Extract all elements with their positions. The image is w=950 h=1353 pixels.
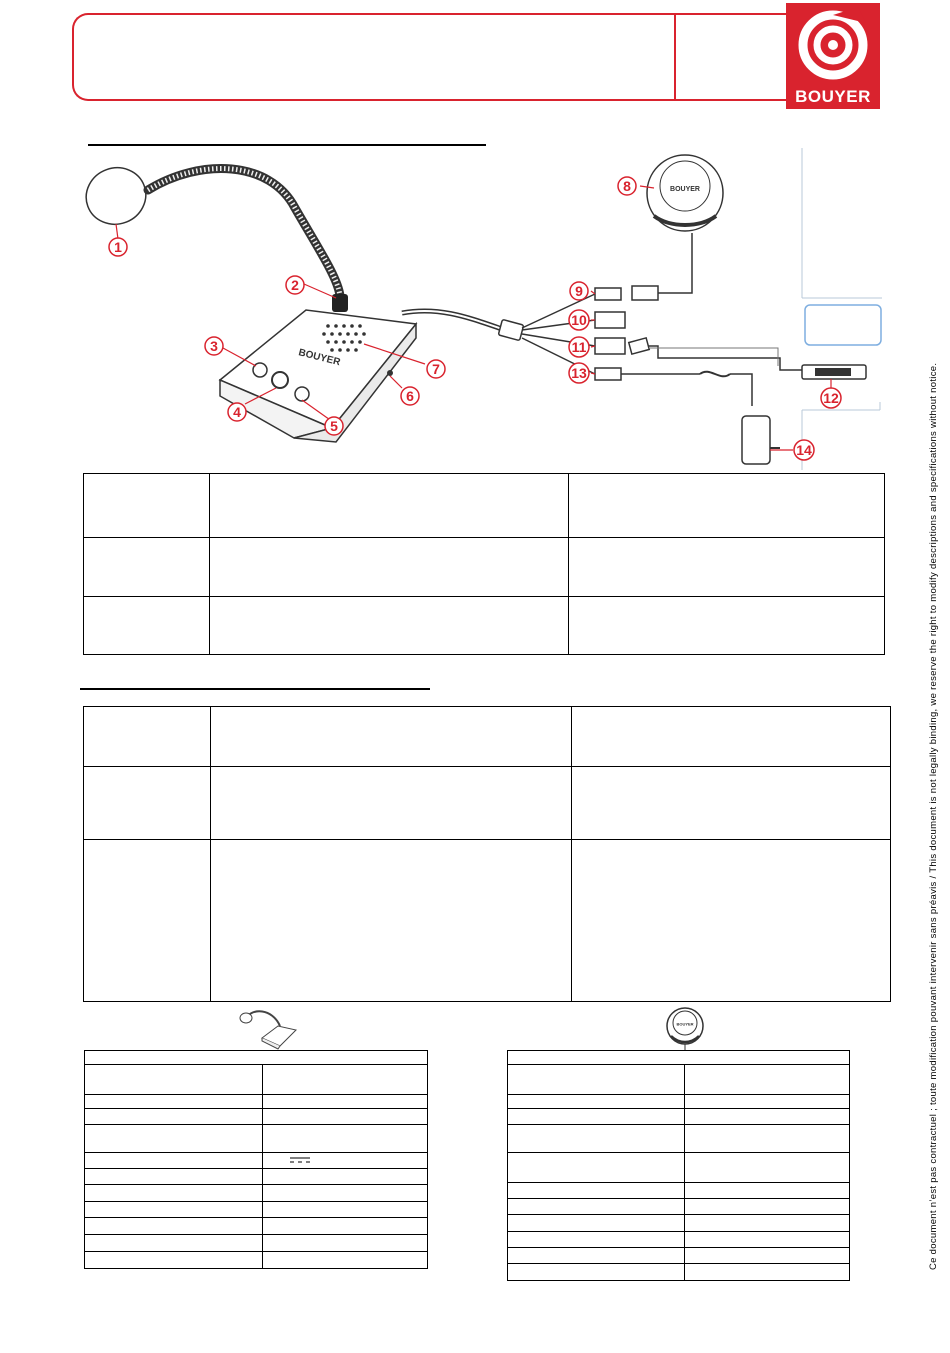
wall-box-outline: [804, 304, 882, 346]
callout-1: [108, 237, 128, 257]
table-row: [507, 1231, 850, 1248]
table-row: [507, 1108, 850, 1125]
table-row: [507, 1050, 850, 1065]
callout-4: [227, 402, 247, 422]
svg-text:7: 7: [432, 361, 440, 377]
cable-splitter: [498, 319, 524, 341]
svg-text:6: 6: [406, 388, 414, 404]
table-row: [507, 1152, 850, 1183]
svg-text:10: 10: [571, 312, 587, 328]
table-row: [84, 1201, 428, 1218]
brand-logo-text: BOUYER: [795, 87, 871, 106]
button-right: [294, 386, 310, 402]
spiral-logo-icon: [798, 7, 868, 80]
svg-text:12: 12: [823, 390, 839, 406]
button-left: [252, 362, 268, 378]
table-row: [83, 839, 891, 1002]
table-row: [507, 1263, 850, 1281]
callout-13: [568, 362, 590, 384]
connector-11b: [627, 336, 651, 356]
desk-microphone-icon: [239, 1010, 297, 1050]
speaker-grille: [322, 324, 366, 352]
legal-disclaimer: Ce document n’est pas contractuel ; tout…: [928, 362, 939, 1270]
side-jack: [387, 370, 393, 376]
svg-text:8: 8: [623, 178, 631, 194]
spec-table-left: [84, 1050, 428, 1269]
svg-text:4: 4: [233, 404, 241, 420]
table-row: [83, 706, 891, 767]
table-row: [507, 1064, 850, 1095]
speaker-brand-label: BOUYER: [670, 186, 700, 193]
product-diagram: BOUYER BOUYER: [85, 148, 882, 470]
callout-11: [568, 336, 590, 358]
header-divider: [674, 13, 676, 101]
table-row: [84, 1152, 428, 1169]
brand-logo: BOUYER: [786, 3, 880, 109]
svg-text:5: 5: [330, 418, 338, 434]
external-speaker-icon: BOUYER: [666, 1007, 704, 1051]
table-row: [84, 1050, 428, 1065]
section-rule-2: [80, 688, 430, 690]
callout-9: [569, 281, 589, 301]
svg-text:3: 3: [210, 338, 218, 354]
gooseneck: [143, 164, 345, 301]
spec-table-right: [507, 1050, 850, 1281]
callout-14: [793, 439, 815, 461]
button-center: [271, 371, 289, 389]
table-row: [84, 1251, 428, 1269]
callout-7: [426, 359, 446, 379]
table-row: [84, 1064, 428, 1095]
callout-3: [204, 336, 224, 356]
svg-text:1: 1: [114, 239, 122, 255]
table-row: [83, 766, 891, 840]
power-adapter: [741, 415, 771, 465]
connector-11: [594, 337, 626, 355]
svg-text:9: 9: [575, 283, 583, 299]
table-row: [507, 1094, 850, 1109]
table-row: [507, 1124, 850, 1153]
table-row: [84, 1184, 428, 1202]
table-row: [507, 1182, 850, 1199]
callout-5: [324, 416, 344, 436]
callouts: 1 2 3 4 5 6 7 8 9 10 11 12 13 14: [108, 176, 842, 461]
gooseneck-ribs: [146, 166, 343, 297]
gooseneck-collar: [332, 294, 348, 312]
svg-text:13: 13: [571, 365, 587, 381]
section-rule-1: [88, 144, 486, 146]
callout-6: [400, 386, 420, 406]
connector-9b: [631, 285, 659, 301]
table-row: [84, 1094, 428, 1109]
svg-text:2: 2: [291, 277, 299, 293]
table-row: [84, 1168, 428, 1185]
table-row: [83, 537, 885, 597]
table-row: [507, 1198, 850, 1215]
table-row: [84, 1124, 428, 1153]
base-side: [293, 321, 417, 443]
connector-10: [594, 311, 626, 329]
callout-12: [820, 387, 842, 409]
connector-13: [594, 367, 622, 381]
dc-symbol-icon: [290, 1157, 310, 1163]
table-row: [507, 1214, 850, 1232]
table-row: [83, 473, 885, 538]
header-frame: [72, 13, 792, 101]
callout-10: [568, 309, 590, 331]
callout-2: [285, 275, 305, 295]
table-row: [84, 1234, 428, 1252]
speaker-icon-brand: BOUYER: [676, 1022, 693, 1027]
svg-text:14: 14: [796, 442, 812, 458]
connector-9a: [594, 287, 622, 301]
table-row: [507, 1247, 850, 1264]
table-row: [83, 596, 885, 655]
table-row: [84, 1108, 428, 1125]
table-1: [83, 473, 885, 655]
svg-text:11: 11: [572, 339, 587, 355]
microphone-head: [85, 167, 147, 225]
table-row: [84, 1217, 428, 1235]
callout-8: [617, 176, 637, 196]
table-2: [83, 706, 891, 1002]
